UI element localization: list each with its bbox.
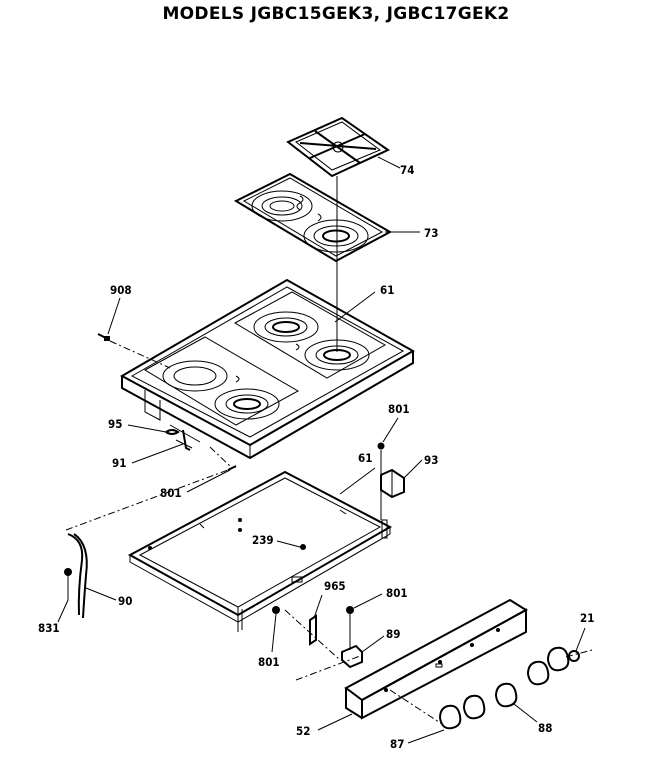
- label-88: 88: [538, 721, 552, 735]
- label-73: 73: [424, 226, 438, 240]
- label-801-lower: 801: [386, 586, 408, 600]
- label-21: 21: [580, 611, 594, 625]
- screw-801-left-drawing: [209, 446, 237, 471]
- label-965: 965: [324, 579, 346, 593]
- screw-801-bottom-drawing: [272, 606, 280, 614]
- label-61-bottom: 61: [358, 451, 372, 465]
- igniter-wire-drawing: [64, 466, 237, 619]
- label-52: 52: [296, 724, 310, 738]
- front-manifold-panel-drawing: [344, 598, 528, 720]
- label-801-left: 801: [160, 486, 182, 500]
- label-93: 93: [424, 453, 438, 467]
- label-90: 90: [118, 594, 132, 608]
- bracket-93-drawing: [380, 468, 405, 499]
- label-801-bottom: 801: [258, 655, 280, 669]
- leader-lines: [57, 156, 586, 744]
- burner-top-plate-drawing: [233, 172, 393, 263]
- label-91: 91: [112, 456, 126, 470]
- cooktop-main-top-drawing: [119, 278, 416, 460]
- diagram-title: MODELS JGBC15GEK3, JGBC17GEK2: [162, 4, 510, 24]
- bottom-pan-drawing: [127, 470, 393, 632]
- label-95: 95: [108, 417, 122, 431]
- label-74: 74: [400, 163, 414, 177]
- screw-801-lower-drawing: [346, 606, 354, 650]
- label-239: 239: [252, 533, 274, 547]
- label-61-top: 61: [380, 283, 394, 297]
- burner-grate-drawing: [286, 116, 391, 178]
- label-87: 87: [390, 737, 404, 751]
- part-labels: 74 73 908 61 95 91 801 801 61 93 239 965…: [38, 163, 594, 751]
- control-knobs-drawing: [439, 646, 580, 730]
- bracket-89-drawing: [341, 644, 363, 669]
- label-908: 908: [110, 283, 132, 297]
- label-89: 89: [386, 627, 400, 641]
- screw-908-drawing: [97, 333, 171, 369]
- label-801-right: 801: [388, 402, 410, 416]
- label-831: 831: [38, 621, 60, 635]
- bracket-95-91-drawing: [165, 429, 193, 451]
- clip-965-drawing: [309, 614, 317, 646]
